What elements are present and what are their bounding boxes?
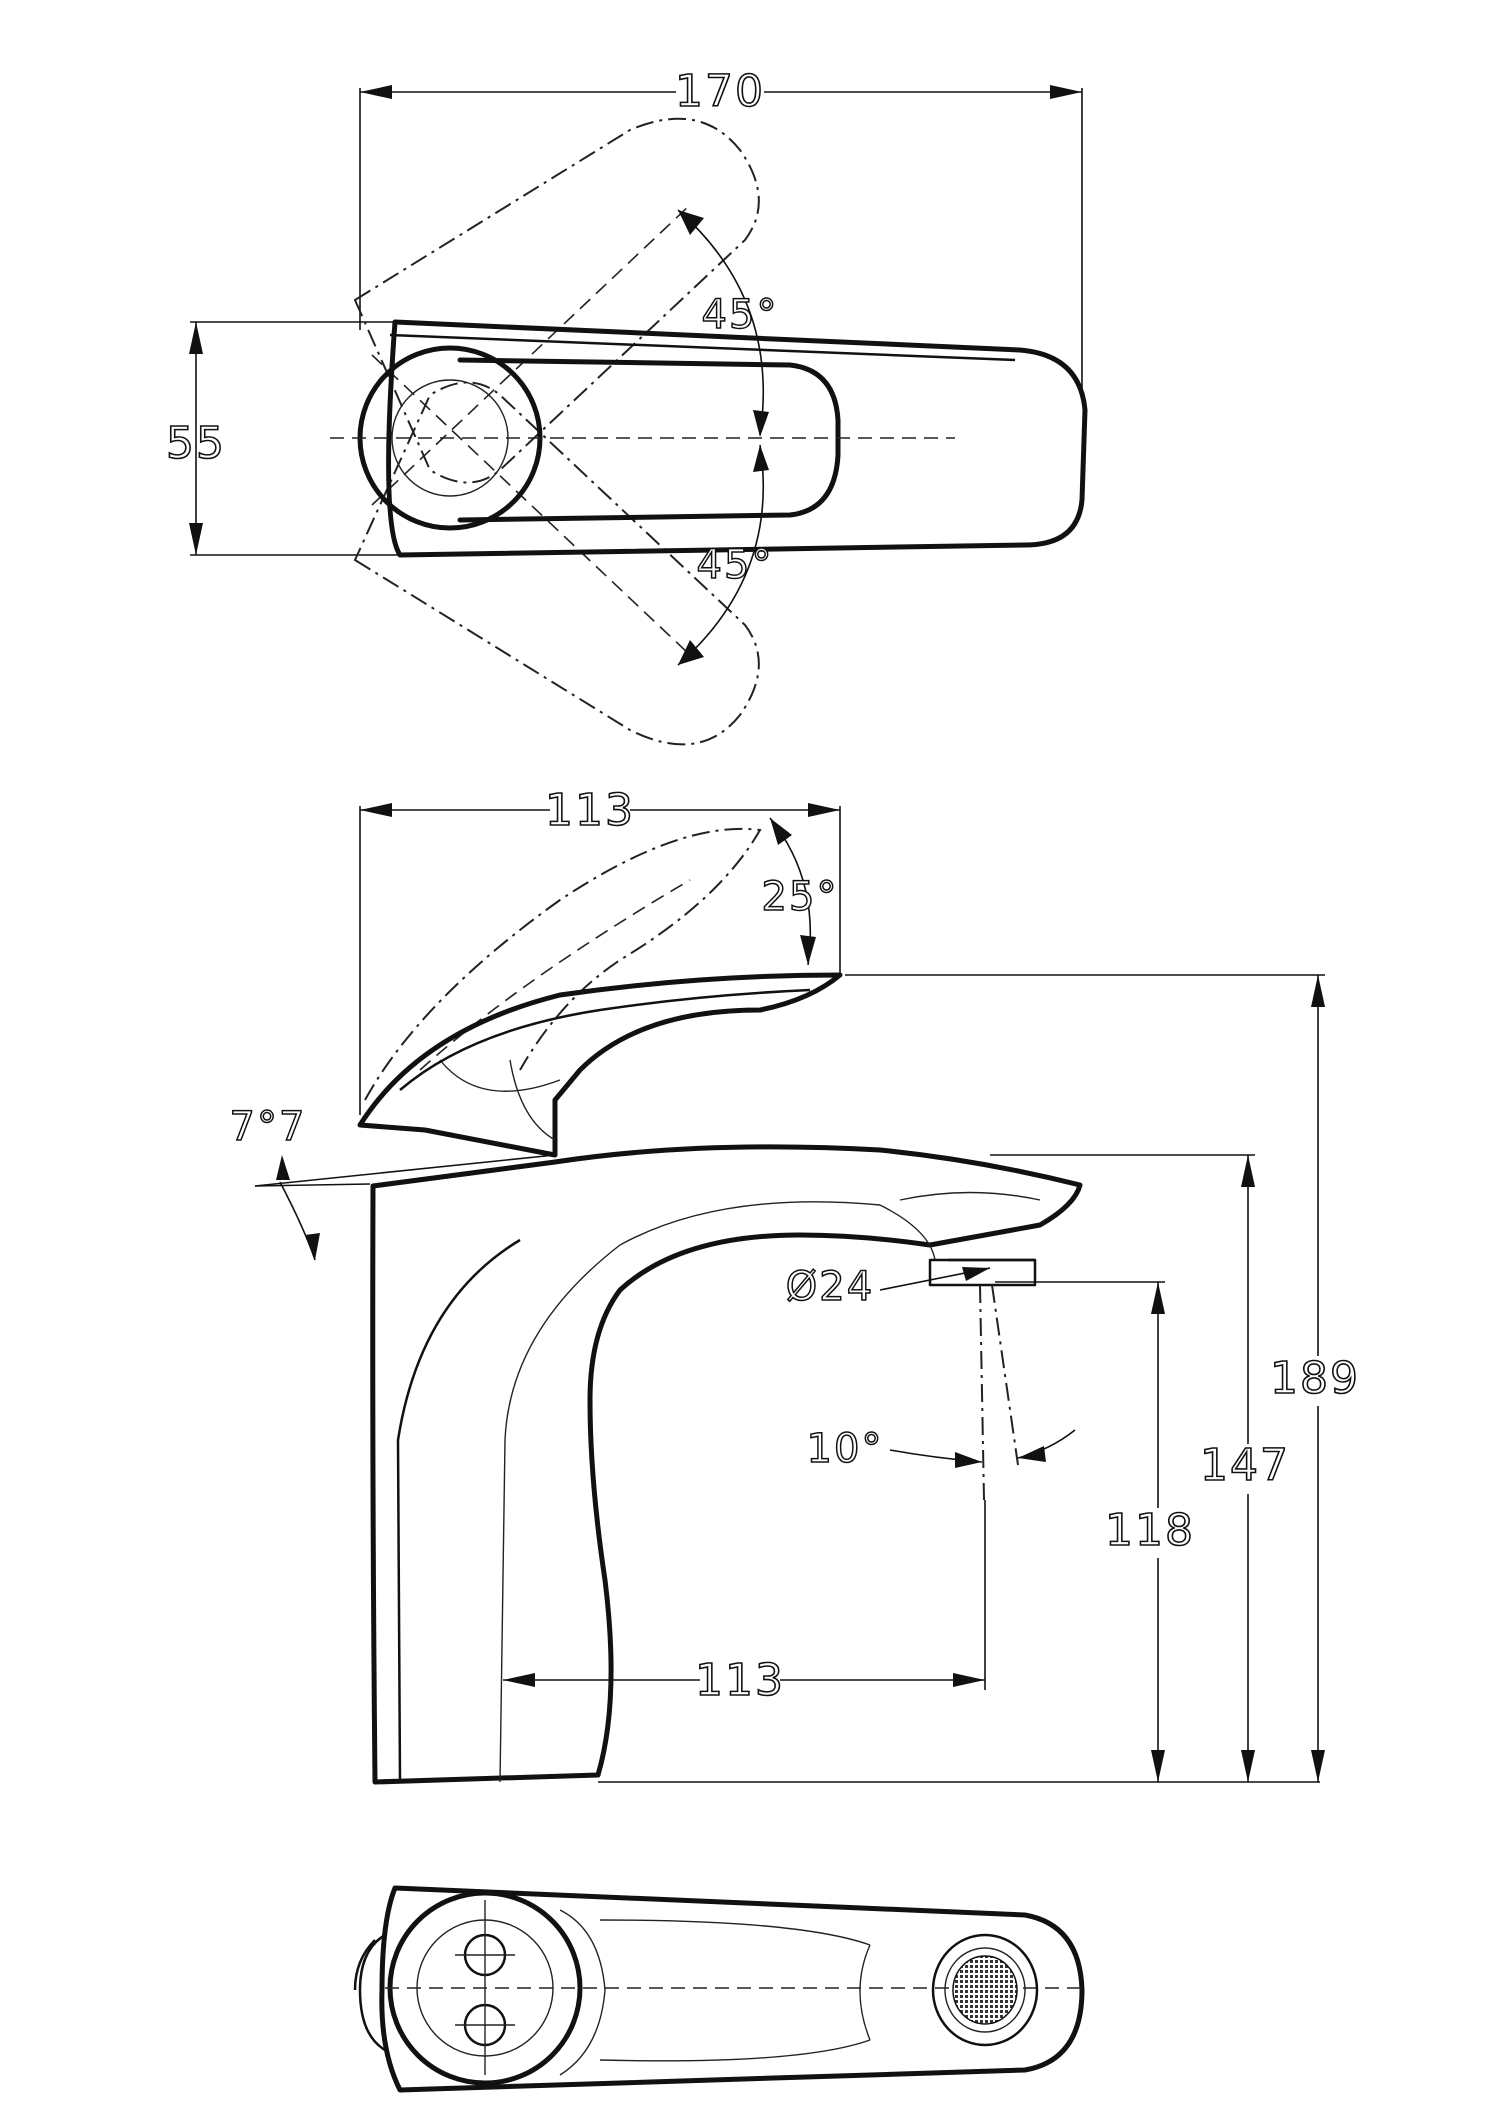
lever-swivel-upper-ghost <box>353 117 760 484</box>
angle-lower: 45° <box>697 542 774 588</box>
bottom-body-outline <box>379 1885 1085 2093</box>
top-body-outline <box>386 319 1088 558</box>
angle-jet: 10° <box>807 1426 884 1472</box>
dim-total-height: 189 <box>1270 1353 1360 1404</box>
dim-spout-height: 147 <box>1200 1440 1290 1491</box>
dim-top-depth: 55 <box>166 418 226 469</box>
angle-base-tilt: 7°7 <box>230 1104 307 1150</box>
lever-swivel-lower-ghost <box>353 381 760 746</box>
dim-spout-clearance: 118 <box>1105 1505 1195 1556</box>
lever-handle <box>357 972 843 1158</box>
dim-spout-reach: 113 <box>695 1655 785 1706</box>
dim-handle-depth: 113 <box>545 785 635 836</box>
dim-top-width: 170 <box>675 66 765 117</box>
faucet-body <box>370 1144 1083 1785</box>
dim-aerator-diameter: Ø24 <box>786 1264 874 1310</box>
aerator-bottom <box>931 1933 1039 2047</box>
aerator-mesh <box>952 1955 1018 2025</box>
bottom-view <box>353 1885 1085 2093</box>
lever-raised-ghost <box>364 827 762 1101</box>
side-view: 113 25° 7°7 Ø24 <box>229 784 1364 1785</box>
top-view: 170 55 45° 45° <box>165 65 1088 746</box>
angle-upper: 45° <box>702 292 779 338</box>
angle-lever-tilt: 25° <box>762 874 839 920</box>
